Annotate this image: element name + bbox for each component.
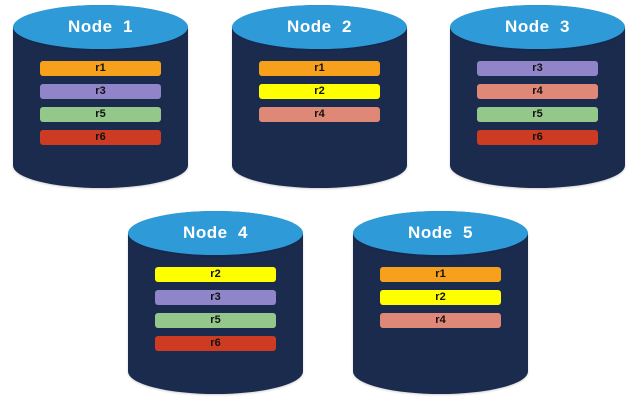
replica-bar[interactable]: r3 bbox=[477, 61, 598, 76]
replica-list: r1 r2 r4 bbox=[380, 267, 501, 328]
replica-bar[interactable]: r6 bbox=[40, 130, 161, 145]
node-label: Node 5 bbox=[408, 223, 473, 242]
node-cylinder-1[interactable]: Node 1 r1 r3 r5 r6 bbox=[13, 5, 188, 188]
replica-bar[interactable]: r1 bbox=[40, 61, 161, 76]
cylinder-top-lid bbox=[128, 211, 303, 255]
replica-bar[interactable]: r1 bbox=[259, 61, 380, 76]
replica-bar[interactable]: r6 bbox=[155, 336, 276, 351]
node-cylinder-5[interactable]: Node 5 r1 r2 r4 bbox=[353, 211, 528, 394]
replica-bar[interactable]: r4 bbox=[259, 107, 380, 122]
replica-bar[interactable]: r5 bbox=[40, 107, 161, 122]
replica-list: r2 r3 r5 r6 bbox=[155, 267, 276, 351]
node-label: Node 3 bbox=[505, 17, 570, 36]
replica-list: r1 r2 r4 bbox=[259, 61, 380, 122]
replica-bar[interactable]: r2 bbox=[380, 290, 501, 305]
cylinder-top-lid bbox=[450, 5, 625, 49]
replica-bar[interactable]: r2 bbox=[259, 84, 380, 99]
node-label: Node 1 bbox=[68, 17, 133, 36]
cylinder-top-lid bbox=[13, 5, 188, 49]
node-label: Node 4 bbox=[183, 223, 248, 242]
replica-bar[interactable]: r5 bbox=[477, 107, 598, 122]
replica-bar[interactable]: r3 bbox=[155, 290, 276, 305]
replica-bar[interactable]: r5 bbox=[155, 313, 276, 328]
replica-bar[interactable]: r4 bbox=[380, 313, 501, 328]
replica-bar[interactable]: r4 bbox=[477, 84, 598, 99]
cylinder-top-lid bbox=[232, 5, 407, 49]
cylinder-shape bbox=[232, 5, 407, 188]
replica-bar[interactable]: r1 bbox=[380, 267, 501, 282]
node-cylinder-2[interactable]: Node 2 r1 r2 r4 bbox=[232, 5, 407, 188]
replica-bar[interactable]: r2 bbox=[155, 267, 276, 282]
replica-list: r1 r3 r5 r6 bbox=[40, 61, 161, 145]
replica-list: r3 r4 r5 r6 bbox=[477, 61, 598, 145]
replica-bar[interactable]: r6 bbox=[477, 130, 598, 145]
node-cylinder-3[interactable]: Node 3 r3 r4 r5 r6 bbox=[450, 5, 625, 188]
cylinder-top-lid bbox=[353, 211, 528, 255]
node-label: Node 2 bbox=[287, 17, 352, 36]
replica-bar[interactable]: r3 bbox=[40, 84, 161, 99]
node-cylinder-4[interactable]: Node 4 r2 r3 r5 r6 bbox=[128, 211, 303, 394]
